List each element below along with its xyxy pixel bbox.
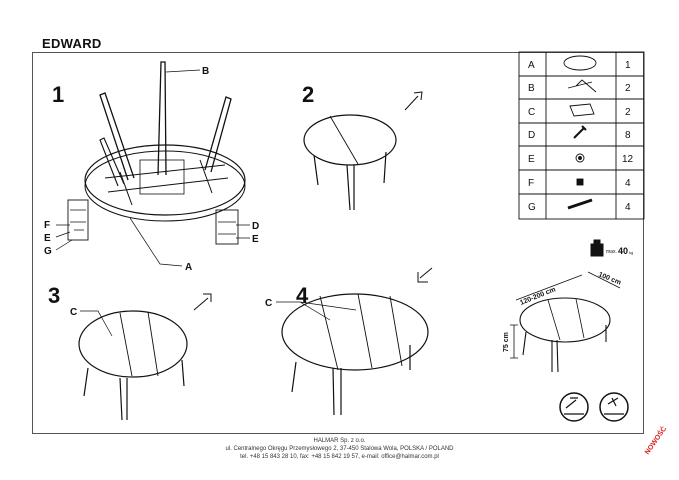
part-letter: D	[528, 130, 535, 141]
part-letter: F	[528, 178, 534, 189]
dim-width: 100 cm	[597, 271, 622, 286]
part-qty: 1	[625, 60, 631, 71]
bolt-icon	[567, 198, 593, 210]
dimension-illustration	[510, 239, 621, 373]
part-letter: G	[528, 202, 536, 213]
callout-c-step3: C	[70, 307, 77, 318]
instruction-frame	[32, 52, 644, 434]
part-letter: A	[528, 60, 535, 71]
callout-a: A	[185, 262, 192, 273]
washer-icon	[575, 153, 585, 163]
step-4-illustration	[276, 267, 433, 416]
callout-f: F	[44, 220, 50, 231]
part-qty: 2	[625, 107, 631, 118]
dim-height: 75 cm	[503, 332, 510, 352]
callout-e-right: E	[252, 234, 259, 245]
nut-icon	[576, 178, 584, 186]
product-title: EDWARD	[42, 36, 102, 51]
part-qty: 8	[625, 130, 631, 141]
callout-e-left: E	[44, 233, 51, 244]
screw-icon	[573, 125, 587, 139]
leg-frame-icon	[567, 79, 597, 93]
max-load-prefix: max.	[606, 249, 617, 255]
footer-company: HALMAR Sp. z o.o.	[313, 438, 366, 444]
step-number-3: 3	[48, 283, 60, 308]
part-letter: B	[528, 83, 535, 94]
max-load-unit: kg	[629, 250, 633, 255]
step-2-illustration	[303, 91, 423, 211]
step-3-illustration	[78, 293, 212, 421]
callout-b: B	[202, 66, 209, 77]
step-number-1: 1	[52, 82, 64, 107]
callout-d: D	[252, 221, 259, 232]
part-qty: 4	[625, 202, 631, 213]
part-qty: 2	[625, 83, 631, 94]
callout-c-step4: C	[265, 298, 272, 309]
footer-address: ul. Centralnego Okręgu Przemysłowego 2, …	[225, 446, 454, 452]
warning-icons	[559, 392, 629, 422]
tabletop-icon	[563, 55, 597, 71]
part-qty: 12	[622, 154, 634, 165]
part-qty: 4	[625, 178, 631, 189]
parts-table	[518, 51, 645, 220]
footer-contact: tel. +48 15 843 28 10, fax: +48 15 842 1…	[240, 454, 439, 460]
max-load-value: 40	[618, 246, 628, 256]
callout-g: G	[44, 246, 52, 257]
step-1-illustration	[55, 61, 250, 267]
part-letter: C	[528, 107, 535, 118]
step-number-4: 4	[296, 283, 309, 308]
step-number-2: 2	[302, 82, 314, 107]
part-letter: E	[528, 154, 535, 165]
leaf-insert-icon	[569, 103, 595, 117]
